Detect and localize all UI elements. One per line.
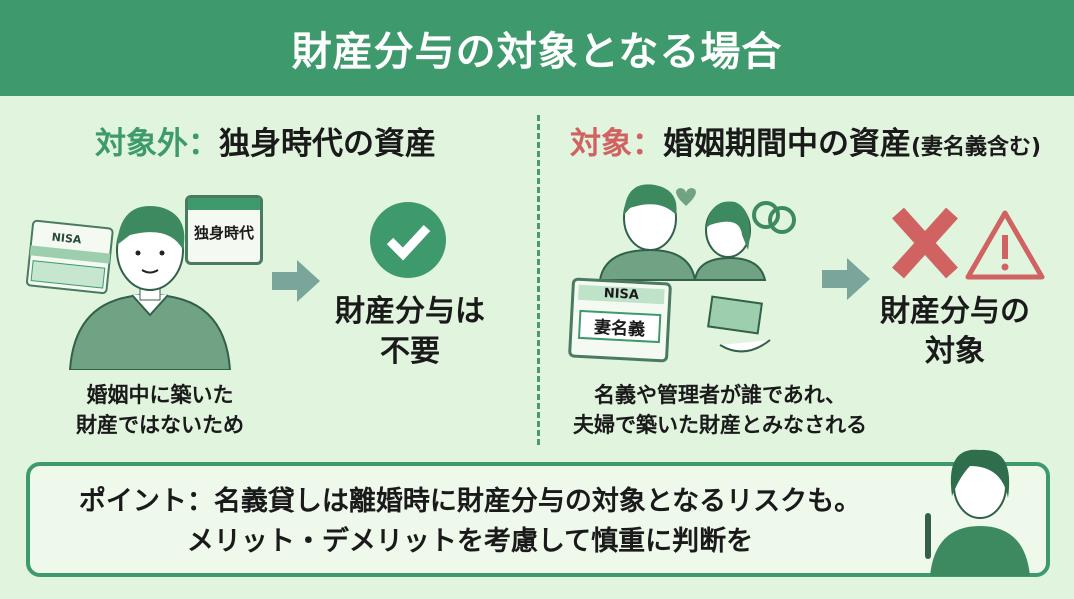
cross-icon [892,207,958,279]
result-line: 財産分与は [335,294,485,329]
point-line: ポイント：名義貸しは離婚時に財産分与の対象となるリスクも。 [78,486,862,517]
hand-icon [719,339,771,353]
label-excluded: 対象外 [95,126,188,162]
card-name: 妻名義 [577,309,662,344]
result-line: 対象 [925,334,985,369]
money-icon [707,295,763,335]
arrow-right-icon [272,260,320,302]
caption-line: 婚姻中に築いた [86,383,234,407]
card-label: NISA [578,284,665,305]
result-line: 財産分与の [880,294,1030,329]
caption-line: 名義や管理者が誰であれ、 [594,383,846,407]
cross-warning-icons [892,207,1045,280]
calendar-label: 独身時代 [193,224,254,242]
result-line: 不要 [380,334,440,369]
point-text: ポイント：名義貸しは離婚時に財産分与の対象となるリスクも。メリット・デメリットを… [60,482,880,562]
advisor-woman-illustration [925,449,1030,576]
point-line: メリット・デメリットを考慮して慎重に判断を [186,526,754,557]
page-title: 財産分与の対象となる場合 [0,0,1074,96]
left-caption: 婚姻中に築いた財産ではないため [40,380,280,440]
point-box: ポイント：名義貸しは離婚時に財産分与の対象となるリスクも。メリット・デメリットを… [26,449,1050,577]
nisa-card-icon: NISA [25,219,114,295]
right-heading: 対象：婚姻期間中の資産(妻名義含む) [570,118,1041,163]
heading-text: 婚姻期間中の資産 [663,126,911,162]
colon: ： [632,126,663,162]
couple-illustration [598,184,796,353]
right-caption: 名義や管理者が誰であれ、夫婦で築いた財産とみなされる [555,380,885,440]
check-circle-icon [370,202,446,278]
single-man-illustration: NISA [25,206,232,370]
right-result: 財産分与の対象 [860,292,1050,372]
divider [537,115,540,445]
heading-note: (妻名義含む) [911,135,1042,160]
warning-icon [965,210,1045,280]
caption-line: 夫婦で築いた財産とみなされる [573,413,867,437]
calendar-icon: 独身時代 [185,195,263,265]
arrow-right-icon [822,258,870,300]
colon: ： [188,126,219,162]
caption-line: 財産ではないため [76,413,244,437]
left-heading: 対象外：独身時代の資産 [95,118,436,163]
heading-text: 独身時代の資産 [219,126,436,162]
nisa-card-wife: NISA 妻名義 [567,277,673,363]
label-included: 対象 [570,126,632,162]
left-result: 財産分与は不要 [320,292,500,372]
svg-text:NISA: NISA [51,231,82,247]
